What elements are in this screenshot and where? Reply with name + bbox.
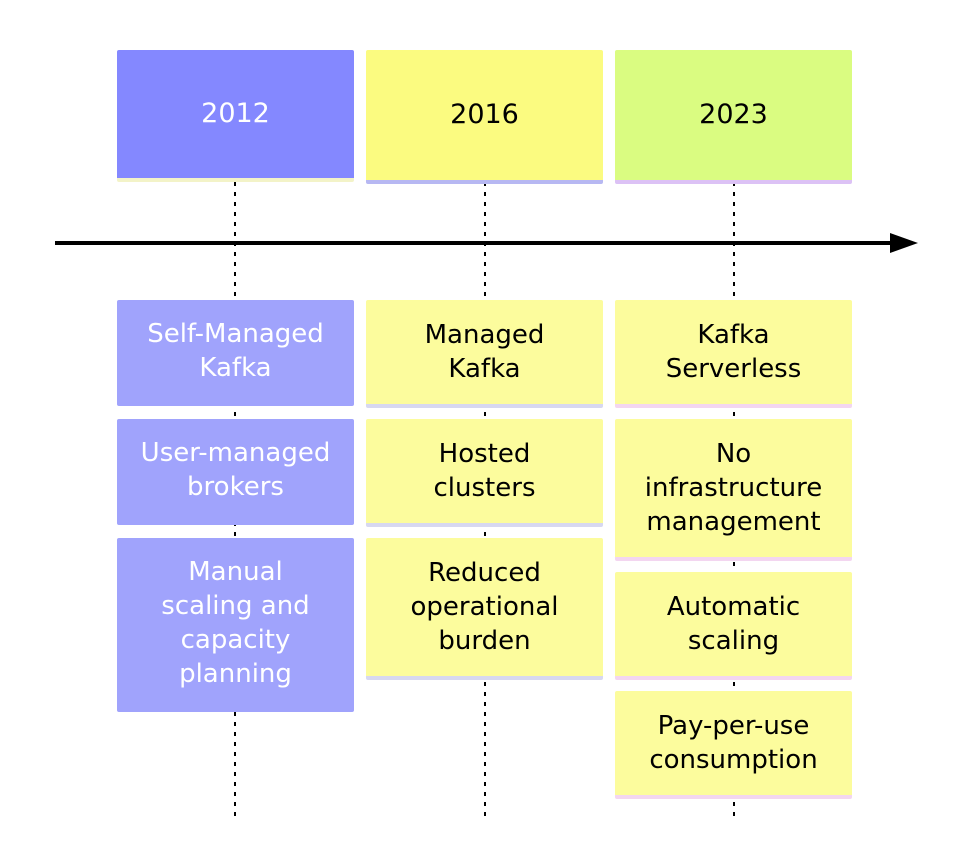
event-reduced-operational-burden: Reduced operational burden [366,538,603,680]
timeline-arrowhead-icon [890,233,918,253]
event-managed-kafka: Managed Kafka [366,300,603,408]
event-automatic-scaling: Automatic scaling [615,572,852,680]
event-pay-per-use-consumption: Pay-per-use consumption [615,691,852,799]
event-no-infrastructure-management: No infrastructure management [615,419,852,561]
period-2012-header: 2012 [117,50,354,182]
event-kafka-serverless: Kafka Serverless [615,300,852,408]
event-self-managed-kafka: Self-Managed Kafka [117,300,354,406]
event-user-managed-brokers: User-managed brokers [117,419,354,525]
event-manual-scaling: Manual scaling and capacity planning [117,538,354,712]
period-2016-header: 2016 [366,50,603,184]
event-hosted-clusters: Hosted clusters [366,419,603,527]
period-2023-header: 2023 [615,50,852,184]
